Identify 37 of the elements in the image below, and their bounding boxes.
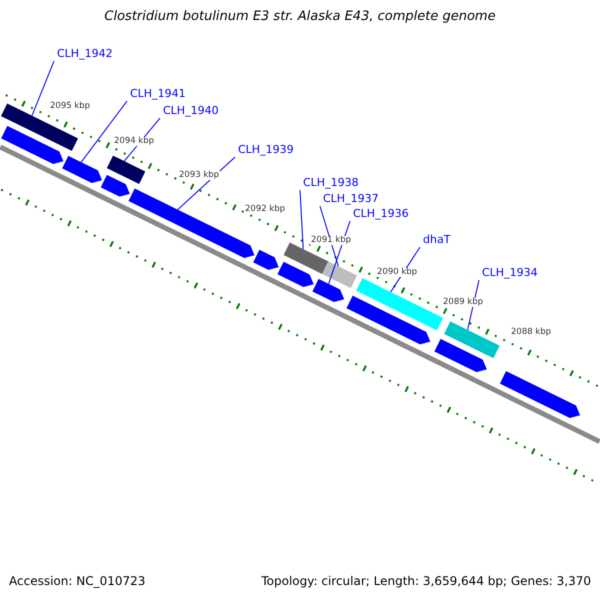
scale-label: 2091 kbp (310, 236, 352, 246)
gene-label: CLH_1938 (303, 177, 359, 190)
scale-label: 2093 kbp (178, 171, 220, 180)
footer-text: Accession: NC_010723 (9, 575, 146, 588)
gene-feature-bar (1, 126, 64, 164)
gene-feature-bar (284, 242, 328, 274)
gene-label: dhaT (423, 234, 450, 246)
gene-feature-bar (100, 174, 130, 197)
gene-label: CLH_1936 (353, 208, 409, 220)
leader-line (300, 190, 304, 250)
scale-label: 2094 kbp (113, 137, 156, 146)
scale-label: 2092 kbp (244, 205, 286, 214)
gene-feature-bar (322, 261, 357, 288)
gene-feature-bar (277, 262, 314, 288)
scale-label: 2088 kbp (510, 328, 552, 338)
gene-feature-bar (253, 250, 279, 270)
gene-label: CLH_1941 (130, 88, 186, 100)
gene-feature-bar (434, 338, 487, 372)
scale-label: 2089 kbp (442, 298, 484, 308)
gene-feature-bar (346, 296, 430, 344)
leader-line (80, 100, 128, 163)
gene-feature-bar (312, 278, 344, 302)
scale-label: 2090 kbp (376, 268, 418, 278)
title: Clostridium botulinum E3 str. Alaska E43, complete genome (104, 9, 496, 24)
gene-label: CLH_1937 (323, 193, 379, 206)
scale-label: 2095 kbp (49, 102, 92, 112)
gene-label: CLH_1934 (482, 267, 538, 280)
gene-feature-bar (356, 278, 444, 330)
gene-feature-bar (500, 371, 580, 418)
leader-line (31, 60, 54, 116)
gene-label: CLH_1942 (57, 48, 113, 60)
footer-text: Topology: circular; Length: 3,659,644 bp; Genes: 3,370 (261, 575, 591, 588)
gene-feature-bar (106, 156, 146, 184)
gene-label: CLH_1940 (163, 105, 219, 118)
gene-label: CLH_1939 (238, 144, 294, 156)
gene-feature-bar (444, 321, 500, 358)
gene-feature-bar (62, 156, 102, 183)
